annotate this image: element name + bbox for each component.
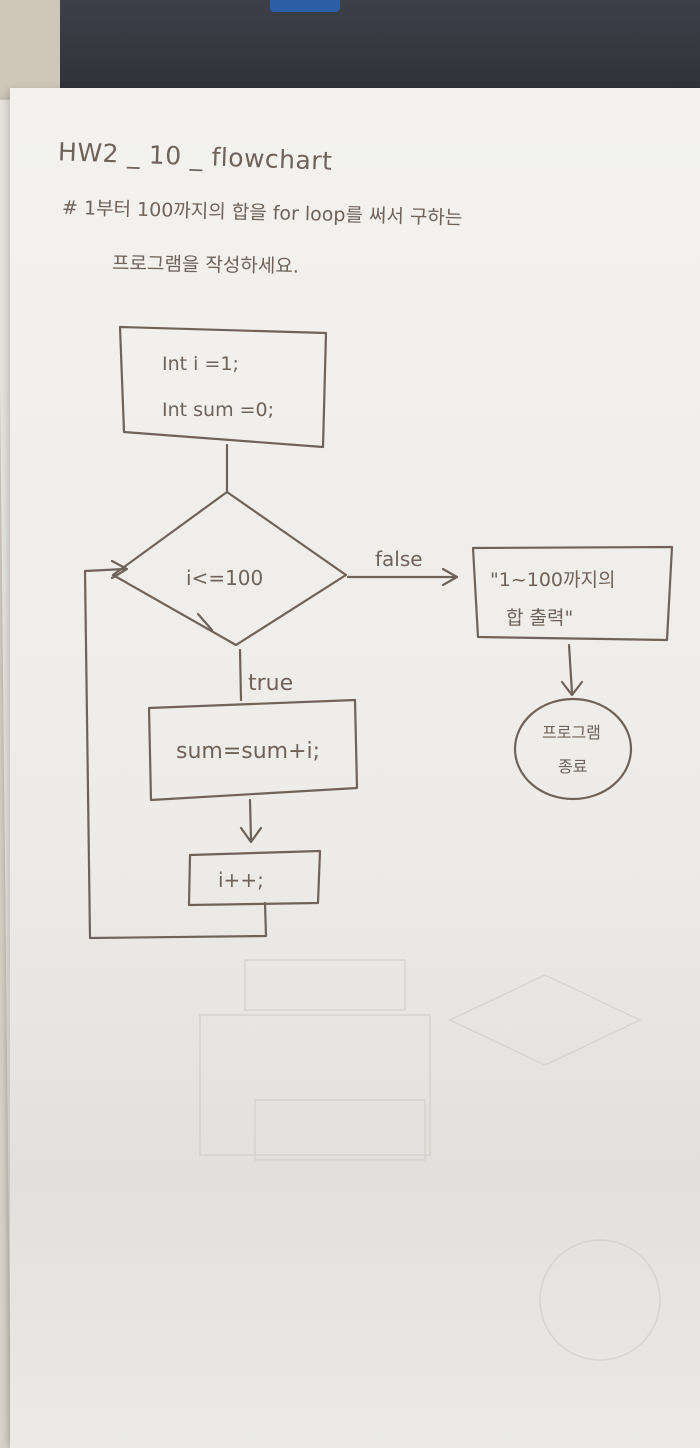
output-box bbox=[471, 545, 674, 642]
true-label: true bbox=[248, 671, 293, 696]
process-arrowhead bbox=[239, 826, 263, 844]
decision-diamond bbox=[111, 490, 348, 647]
output-line-2: 합 출력" bbox=[506, 607, 573, 629]
true-line bbox=[238, 648, 243, 702]
increment-box bbox=[187, 849, 322, 907]
output-arrowhead bbox=[560, 680, 584, 697]
false-arrowhead bbox=[441, 567, 459, 587]
init-box bbox=[118, 325, 328, 449]
notebook-page bbox=[10, 88, 700, 1448]
end-line-1: 프로그램 bbox=[542, 723, 601, 742]
false-label: false bbox=[375, 547, 423, 571]
laptop-accent bbox=[270, 0, 340, 12]
output-arrow bbox=[567, 643, 574, 695]
output-line-1: "1~100까지의 bbox=[490, 569, 615, 591]
init-line-2: Int sum =0; bbox=[162, 399, 274, 421]
increment-label: i++; bbox=[218, 868, 264, 892]
end-circle bbox=[513, 697, 633, 801]
process-arrow bbox=[248, 798, 253, 842]
process-box bbox=[147, 698, 359, 802]
loop-back-line bbox=[83, 567, 268, 940]
end-line-2: 종료 bbox=[558, 757, 587, 776]
loop-back-arrowhead bbox=[110, 559, 129, 580]
process-label: sum=sum+i; bbox=[176, 739, 320, 764]
decision-label: i<=100 bbox=[186, 566, 263, 590]
init-line-1: Int i =1; bbox=[162, 353, 239, 375]
diamond-tick bbox=[196, 612, 214, 632]
